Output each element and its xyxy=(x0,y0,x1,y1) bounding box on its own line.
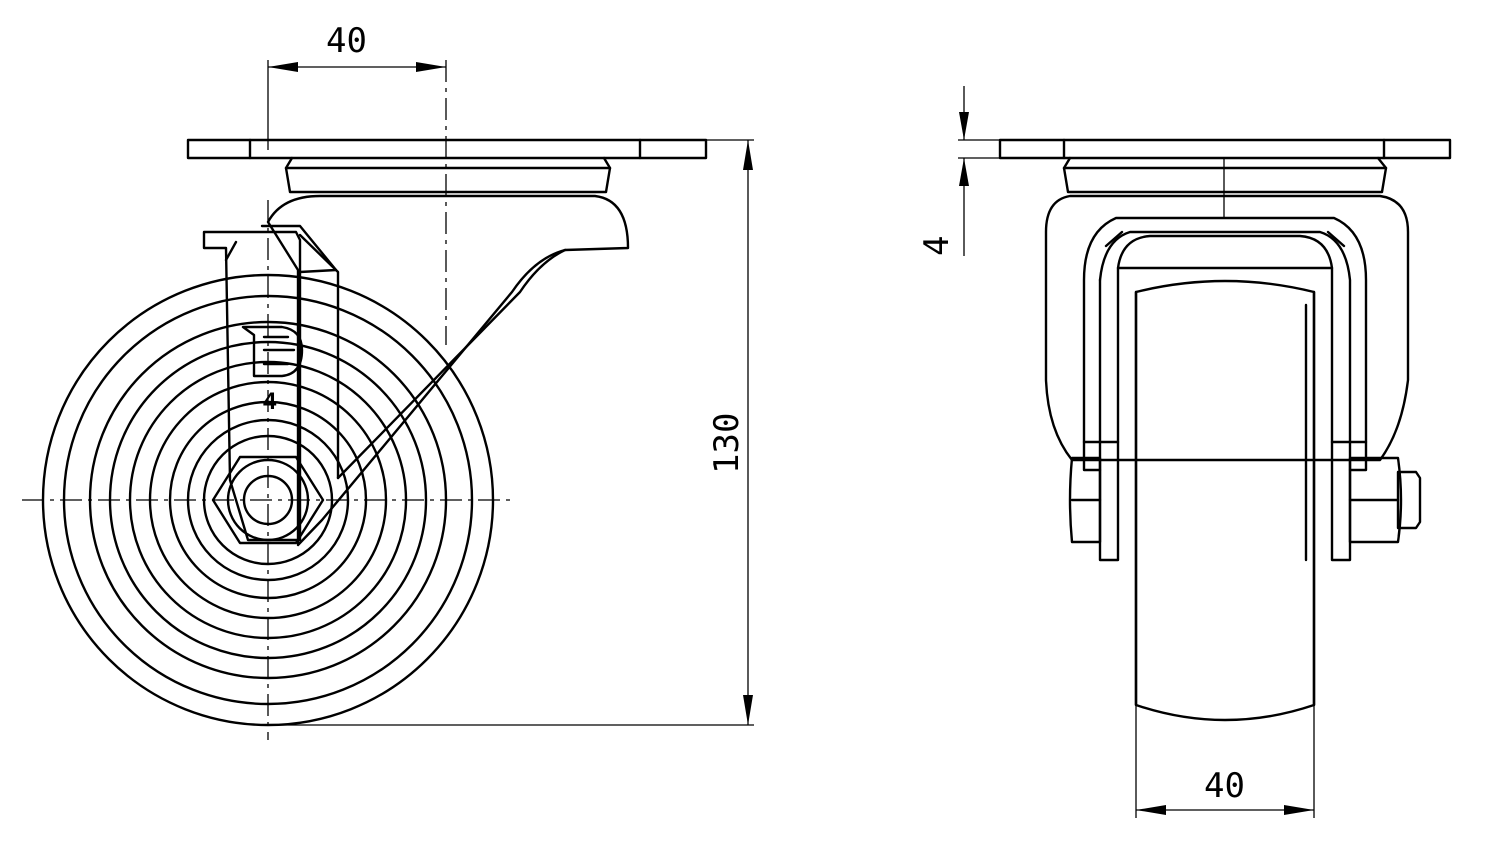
side-view: 4 40 xyxy=(917,86,1452,818)
front-fork xyxy=(266,194,630,547)
side-fork xyxy=(1044,194,1410,562)
side-wheel xyxy=(1134,279,1316,722)
front-top-plate xyxy=(186,138,708,170)
dimension-plate-thickness xyxy=(958,86,1000,256)
side-top-plate xyxy=(998,138,1452,170)
side-bearing-ring xyxy=(1062,166,1388,194)
maker-emblem xyxy=(241,325,304,378)
dimension-offset xyxy=(267,60,446,150)
dim-wheel-width-text: 40 xyxy=(1204,766,1245,806)
front-bearing-ring xyxy=(284,166,612,194)
front-view: 4 40 130 xyxy=(22,21,754,740)
dim-offset-text: 40 xyxy=(326,21,367,61)
dim-plate-text: 4 xyxy=(917,236,957,256)
dimension-wheel-width xyxy=(1135,705,1315,818)
dim-height-text: 130 xyxy=(707,413,747,474)
mark-number: 4 xyxy=(263,388,277,415)
side-axle xyxy=(1068,456,1422,544)
dimension-height xyxy=(268,139,754,726)
